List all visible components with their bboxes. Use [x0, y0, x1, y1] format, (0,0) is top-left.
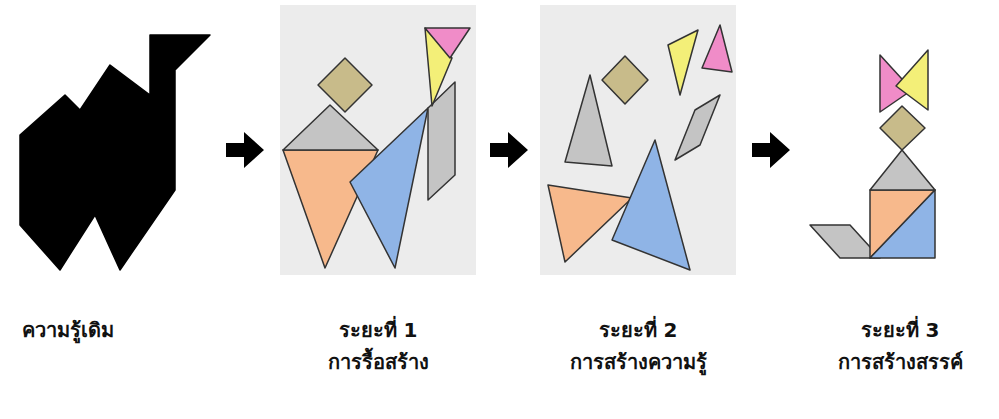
- tangram-piece: [870, 190, 935, 258]
- tangram-piece: [602, 56, 648, 104]
- stage-name: การสร้างความรู้: [570, 350, 707, 374]
- stage-arrow: [226, 132, 264, 168]
- stage-name: การรื้อสร้าง: [328, 350, 429, 374]
- tangram-piece: [283, 105, 378, 150]
- tangram-piece: [870, 190, 935, 258]
- panel-background: [540, 5, 736, 275]
- tangram-piece: [880, 106, 925, 150]
- tangram-piece: [612, 140, 690, 270]
- stage-number: ระยะที่ 1: [339, 318, 418, 342]
- tangram-piece: [870, 150, 935, 190]
- stage-name: ความรู้เดิม: [22, 318, 114, 342]
- panel-background: [280, 5, 476, 275]
- tangram-piece: [668, 30, 698, 95]
- tangram-piece: [350, 108, 428, 268]
- camel-silhouette: [20, 35, 210, 270]
- tangram-piece: [896, 50, 928, 110]
- tangram-piece: [675, 95, 720, 160]
- stage-arrow: [490, 132, 528, 168]
- tangram-piece: [565, 75, 612, 166]
- stage-number: ระยะที่ 2: [599, 318, 678, 342]
- stage-number: ระยะที่ 3: [861, 318, 940, 342]
- tangram-piece: [425, 28, 470, 58]
- tangram-piece: [702, 25, 732, 72]
- stage-arrow: [752, 132, 790, 168]
- tangram-piece: [318, 58, 372, 112]
- stage-name: การสร้างสรรค์: [838, 350, 963, 374]
